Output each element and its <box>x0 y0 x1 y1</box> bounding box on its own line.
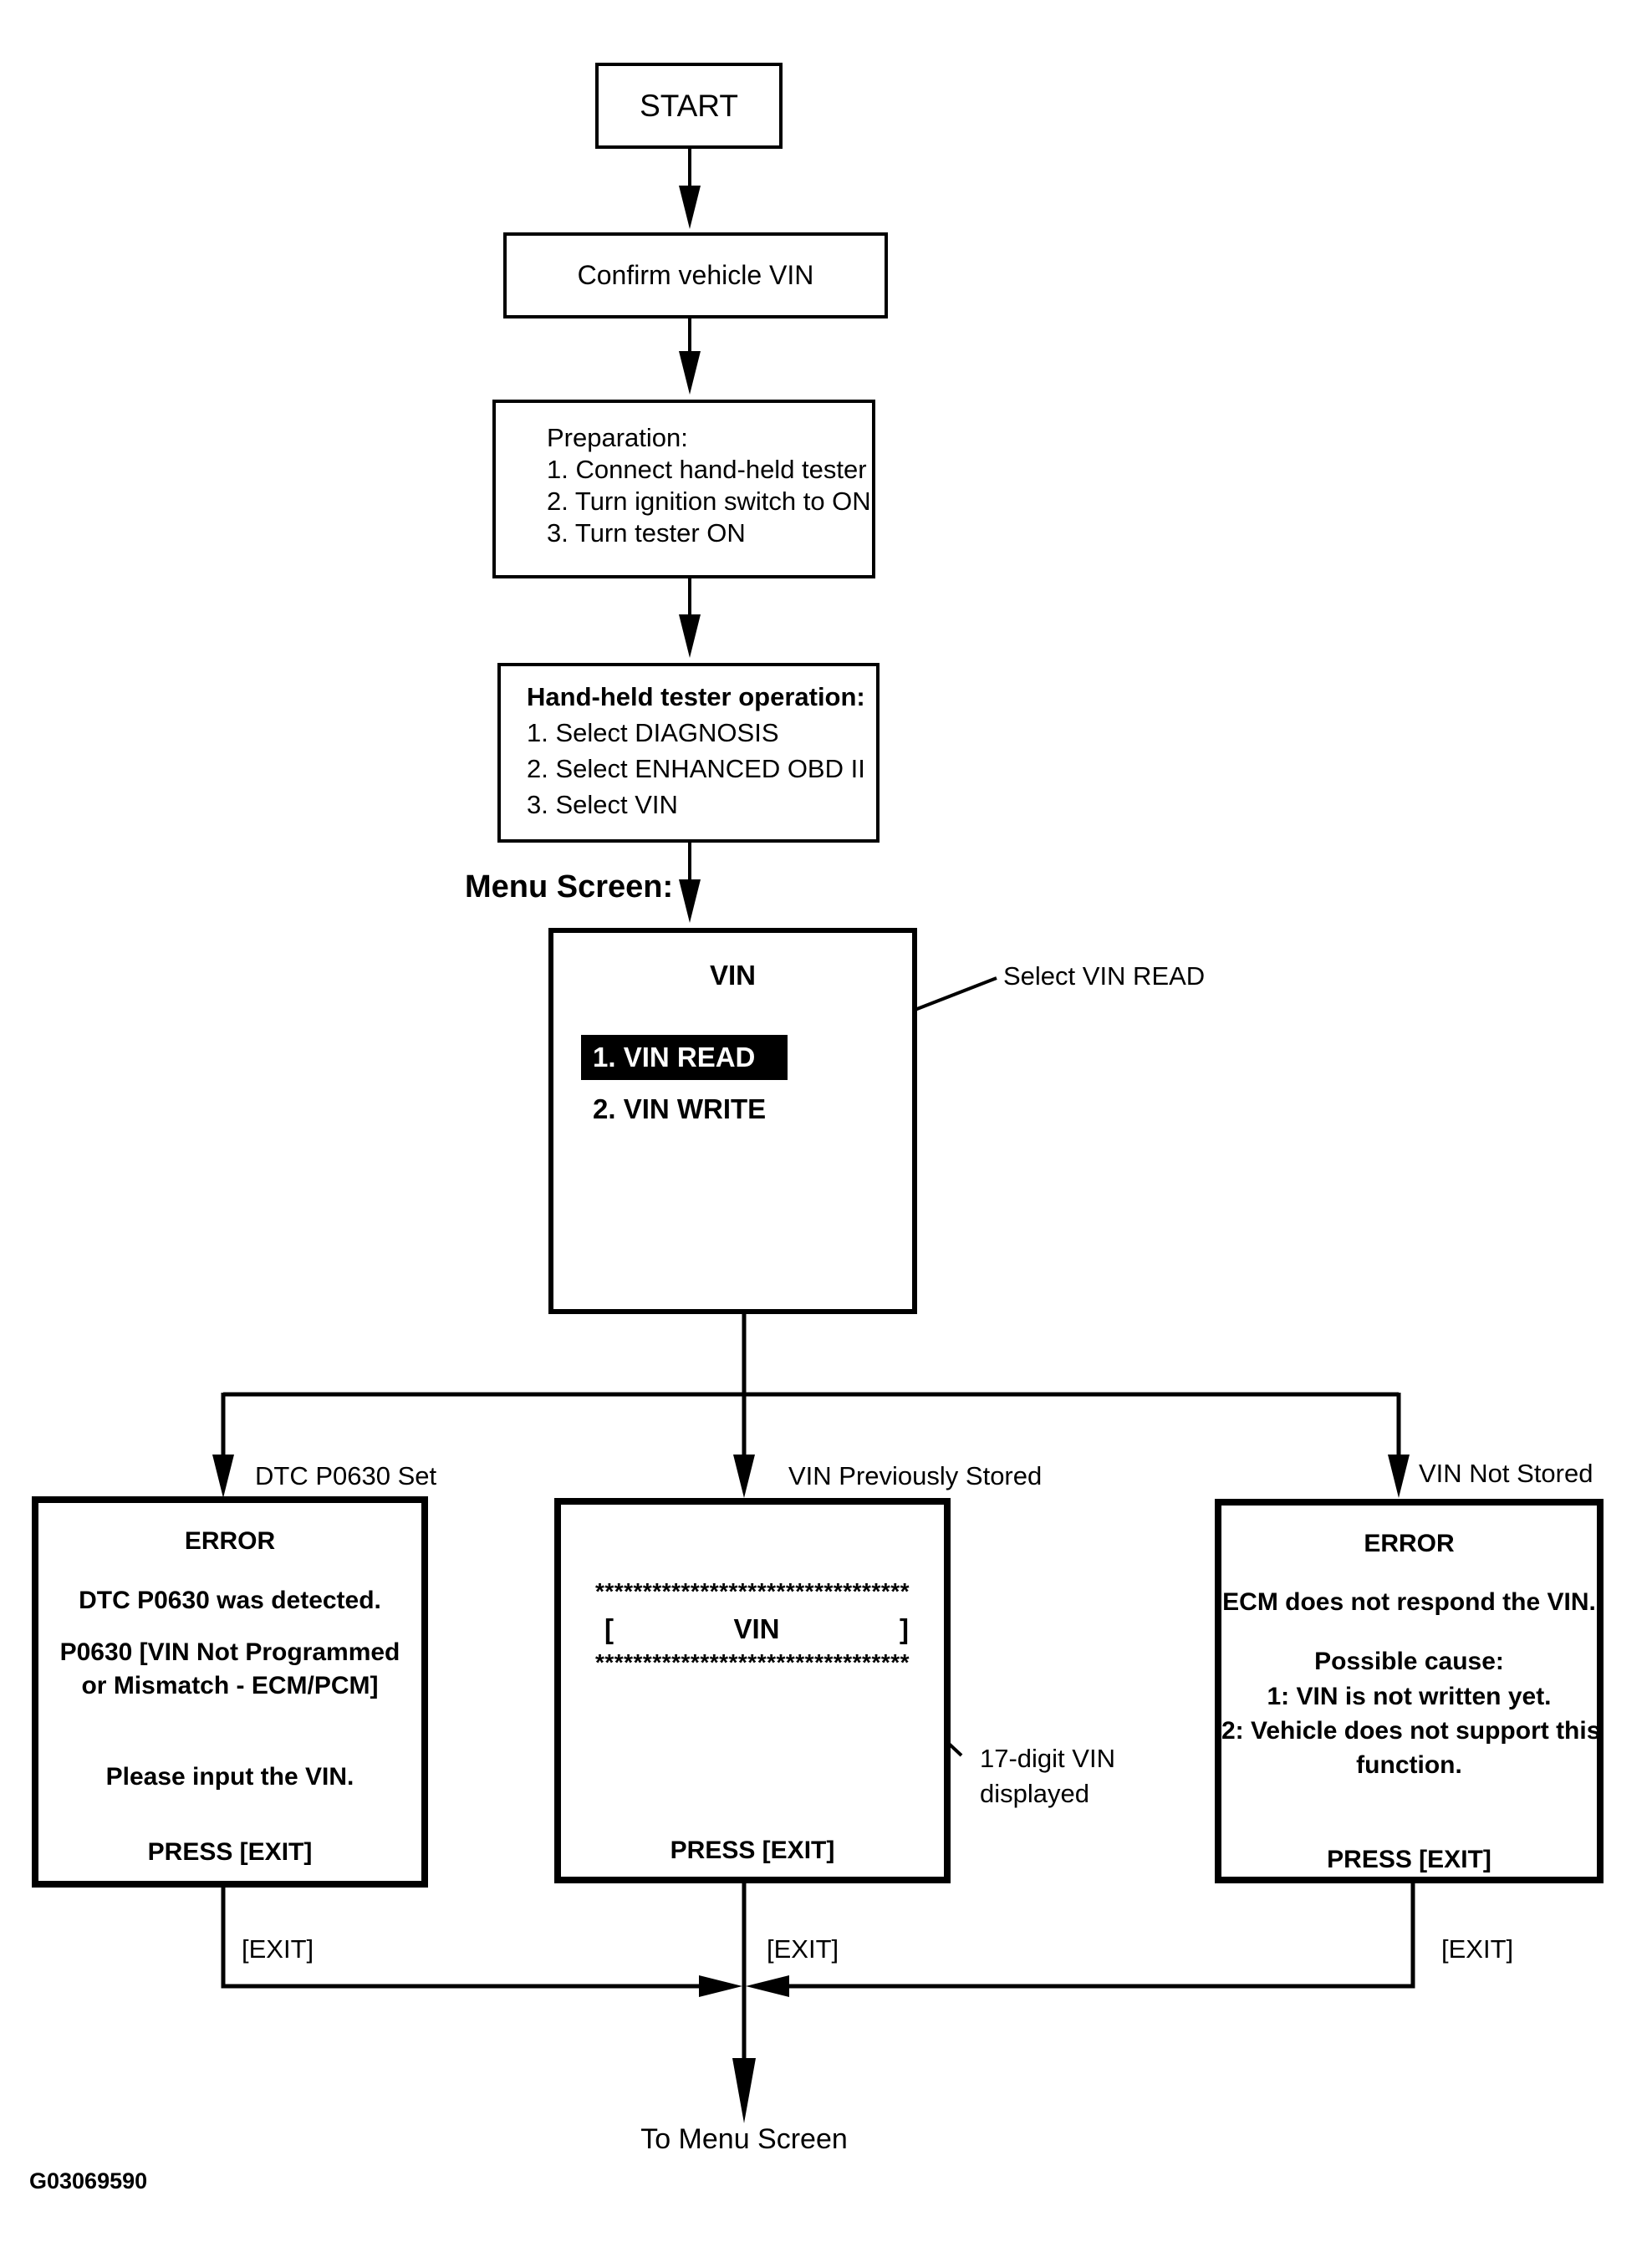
vin-displayed-callout-line1: 17-digit VIN <box>980 1744 1115 1773</box>
error-ecm-line: ECM does not respond the VIN. <box>1222 1588 1596 1616</box>
vin-display-bracket-row: [ VIN ] <box>604 1613 909 1645</box>
start-label: START <box>640 88 738 123</box>
branch-label-dtc-set: DTC P0630 Set <box>255 1461 437 1490</box>
vin-display-stars-bottom: ********************************* <box>594 1649 910 1675</box>
error-ecm-line: 2: Vehicle does not support this <box>1221 1717 1601 1745</box>
menu-item-vin-read-label: 1. VIN READ <box>593 1042 756 1073</box>
exit-label-right: [EXIT] <box>1441 1934 1514 1964</box>
error-ecm-line: 1: VIN is not written yet. <box>1267 1683 1552 1710</box>
confirm-vin-node: Confirm vehicle VIN <box>503 232 888 318</box>
vin-menu-title: VIN <box>709 960 756 991</box>
vin-displayed-callout: 17-digit VIN displayed <box>980 1741 1115 1811</box>
error-dtc-line: or Mismatch - ECM/PCM] <box>81 1672 379 1699</box>
vin-display-stars-top: ********************************* <box>594 1578 910 1604</box>
vin-menu-node: VIN 1. VIN READ 2. VIN WRITE <box>548 928 917 1314</box>
to-menu-screen-label: To Menu Screen <box>640 2123 848 2155</box>
tester-operation-line: 2. Select ENHANCED OBD II <box>527 754 865 783</box>
error-ecm-line: Possible cause: <box>1314 1648 1504 1675</box>
error-ecm-title: ERROR <box>1364 1530 1455 1557</box>
figure-code: G03069590 <box>29 2168 148 2193</box>
vin-display-press-exit: PRESS [EXIT] <box>670 1837 835 1864</box>
menu-item-vin-read: 1. VIN READ <box>581 1035 788 1080</box>
exit-arrowheads <box>699 1975 789 2123</box>
confirm-vin-label: Confirm vehicle VIN <box>577 260 814 290</box>
error-ecm-line: function. <box>1356 1751 1462 1779</box>
error-dtc-line: DTC P0630 was detected. <box>79 1587 381 1614</box>
preparation-node: Preparation: 1. Connect hand-held tester… <box>492 400 875 578</box>
menu-item-vin-write: 2. VIN WRITE <box>593 1093 767 1124</box>
tester-operation-title: Hand-held tester operation: <box>527 682 865 711</box>
vin-display-node: ********************************* [ VIN … <box>554 1498 951 1883</box>
preparation-line: 3. Turn tester ON <box>547 518 746 548</box>
vin-displayed-callout-line2: displayed <box>980 1779 1089 1808</box>
start-node: START <box>595 63 783 149</box>
branch-label-vin-stored: VIN Previously Stored <box>788 1461 1043 1490</box>
error-dtc-title: ERROR <box>184 1527 276 1555</box>
menu-screen-heading: Menu Screen: <box>465 869 674 904</box>
preparation-line: 1. Connect hand-held tester <box>547 455 867 484</box>
preparation-line: Preparation: <box>547 423 688 452</box>
branch-tree-lines <box>221 1314 1401 1463</box>
error-dtc-line: P0630 [VIN Not Programmed <box>59 1638 400 1666</box>
vin-bracket-open: [ <box>604 1613 614 1644</box>
error-dtc-node: ERROR DTC P0630 was detected. P0630 [VIN… <box>32 1496 428 1888</box>
vin-bracket-close: ] <box>899 1613 909 1644</box>
tester-operation-line: 1. Select DIAGNOSIS <box>527 718 779 747</box>
vin-display-label: VIN <box>733 1613 780 1644</box>
select-vin-read-callout: Select VIN READ <box>1003 961 1206 991</box>
error-ecm-press-exit: PRESS [EXIT] <box>1327 1846 1491 1873</box>
tester-operation-node: Hand-held tester operation: 1. Select DI… <box>497 663 880 843</box>
error-ecm-node: ERROR ECM does not respond the VIN. Poss… <box>1215 1499 1604 1883</box>
exit-label-left: [EXIT] <box>242 1934 314 1964</box>
error-dtc-press-exit: PRESS [EXIT] <box>147 1838 313 1866</box>
exit-label-center: [EXIT] <box>767 1934 839 1964</box>
exit-lines <box>221 1882 1415 2063</box>
tester-operation-line: 3. Select VIN <box>527 790 678 819</box>
branch-label-vin-not-stored: VIN Not Stored <box>1419 1459 1593 1488</box>
preparation-line: 2. Turn ignition switch to ON <box>547 487 871 516</box>
error-dtc-line: Please input the VIN. <box>105 1763 354 1791</box>
